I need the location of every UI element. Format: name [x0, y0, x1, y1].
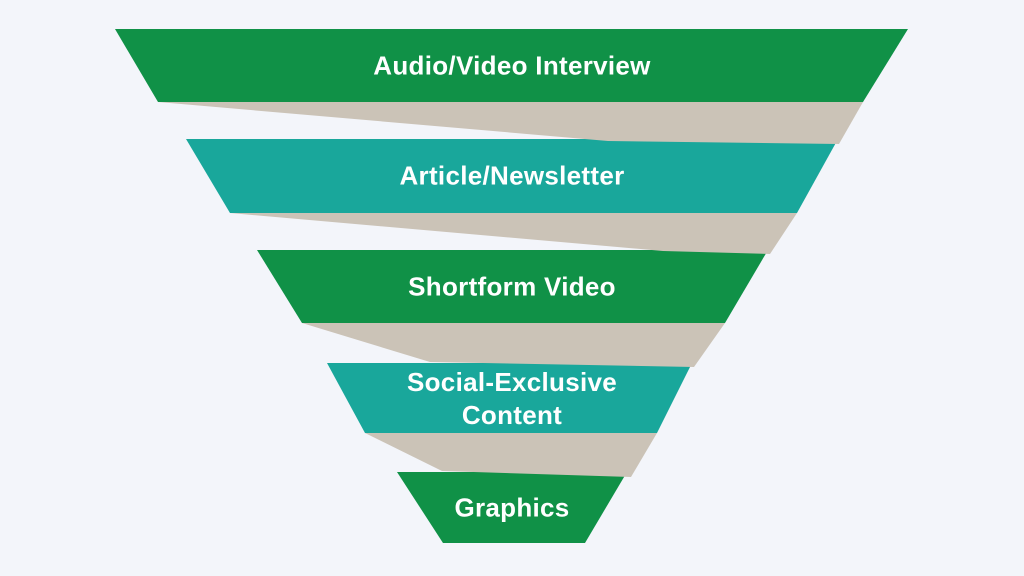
- funnel-band-3: [257, 250, 768, 323]
- funnel-level-2-label: Article/Newsletter: [399, 160, 625, 191]
- funnel-level-1-label: Audio/Video Interview: [373, 50, 651, 81]
- funnel-shadow-2: [230, 213, 797, 254]
- funnel-level-4-label: Social-Exclusive Content: [406, 366, 618, 430]
- funnel-band-4: [327, 363, 692, 433]
- funnel-level-5-label: Graphics: [454, 492, 570, 523]
- funnel-band-2: [186, 139, 838, 213]
- funnel-level-3-label: Shortform Video: [408, 271, 616, 302]
- funnel-band-5: [397, 472, 627, 543]
- funnel-shadow-1: [158, 102, 863, 144]
- funnel-band-1: [115, 29, 908, 102]
- funnel-shadow-4: [365, 433, 657, 477]
- funnel-shadow-3: [302, 323, 725, 367]
